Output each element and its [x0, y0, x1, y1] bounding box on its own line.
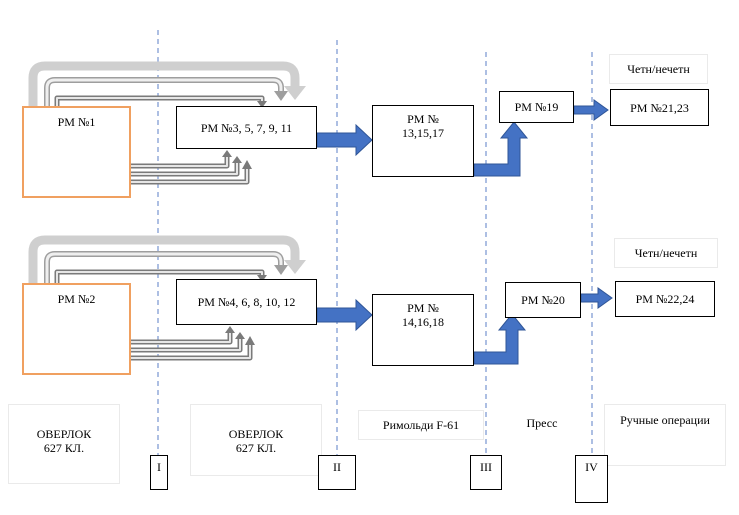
- blue-arrow-rm13-to-rm19: [473, 121, 529, 177]
- gray-arrow-outer-bottom: [28, 235, 300, 284]
- stage-marker-i-text: I: [157, 460, 161, 474]
- parity-label-top-text: Четн/нечетн: [627, 62, 690, 76]
- section-rimoldi-text: Римольди F-61: [382, 418, 460, 432]
- gray-arrowhead-return-c-bottom: [245, 336, 255, 345]
- section-overlock-1-text: ОВЕРЛОК 627 КЛ.: [36, 427, 92, 455]
- stage-dividers: [157, 30, 593, 458]
- blue-arrow-rm20-to-rm22: [580, 287, 613, 309]
- node-rm22-label: РМ №22,24: [635, 292, 695, 306]
- node-rm22: РМ №22,24: [615, 281, 715, 317]
- section-press: Пресс: [512, 416, 572, 434]
- node-rm14-label: РМ № 14,16,18: [402, 301, 444, 329]
- blue-arrow-rm3-to-rm13: [316, 123, 373, 157]
- stage-marker-ii: II: [318, 455, 356, 490]
- section-manual: Ручные операции: [604, 404, 726, 466]
- node-rm2-label: РМ №2: [57, 292, 96, 306]
- node-rm4: РМ №4, 6, 8, 10, 12: [176, 279, 317, 325]
- section-overlock-2-text: ОВЕРЛОК 627 КЛ.: [228, 427, 284, 455]
- stage-marker-iii-text: III: [480, 460, 492, 474]
- node-rm20-label: РМ №20: [521, 293, 565, 307]
- gray-arrowhead-mid-top: [274, 91, 288, 101]
- node-rm19-label: РМ №19: [514, 100, 559, 114]
- blue-arrow-rm4-to-rm14: [316, 298, 373, 332]
- gray-arrow-return-a-top: [131, 156, 230, 169]
- section-press-text: Пресс: [526, 416, 558, 430]
- blue-arrow-rm14-to-rm20: [473, 313, 527, 365]
- node-rm1-label: РМ №1: [57, 115, 96, 129]
- gray-arrowhead-return-a-bottom: [225, 326, 235, 333]
- gray-arrowhead-inner-bottom: [257, 275, 267, 282]
- node-rm2: РМ №2: [22, 283, 131, 375]
- blue-flow-arrows: [316, 99, 613, 365]
- section-rimoldi: Римольди F-61: [358, 410, 484, 440]
- node-rm4-label: РМ №4, 6, 8, 10, 12: [197, 295, 296, 309]
- node-rm1: РМ №1: [22, 106, 131, 198]
- parity-label-top: Четн/нечетн: [609, 54, 708, 84]
- stage-marker-i: I: [150, 455, 168, 490]
- gray-arrowhead-inner-top: [257, 101, 267, 108]
- stage-marker-iii: III: [470, 455, 502, 490]
- gray-arrow-mid-top: [44, 77, 284, 108]
- gray-arrowhead-return-b-top: [232, 156, 242, 163]
- parity-label-bottom-text: Четн/нечетн: [634, 246, 698, 260]
- feedback-arrows-top: [28, 61, 306, 185]
- node-rm13: РМ № 13,15,17: [372, 105, 474, 177]
- gray-arrow-return-a-bottom: [131, 332, 233, 345]
- node-rm3-label: РМ №3, 5, 7, 9, 11: [200, 120, 293, 135]
- node-rm14: РМ № 14,16,18: [372, 294, 474, 366]
- stage-marker-iv-text: IV: [585, 460, 598, 474]
- node-rm21: РМ №21,23: [610, 89, 709, 126]
- node-rm3: РМ №3, 5, 7, 9, 11: [176, 106, 317, 149]
- node-rm13-label: РМ № 13,15,17: [402, 112, 444, 140]
- gray-arrowhead-outer-bottom: [284, 260, 306, 274]
- stage-marker-ii-text: II: [333, 460, 341, 474]
- section-manual-text: Ручные операции: [620, 413, 710, 427]
- node-rm20: РМ №20: [505, 282, 581, 318]
- section-overlock-2: ОВЕРЛОК 627 КЛ.: [190, 404, 322, 476]
- blue-arrow-rm19-to-rm21: [573, 99, 609, 121]
- node-rm19: РМ №19: [499, 91, 574, 123]
- node-rm21-label: РМ №21,23: [630, 100, 689, 115]
- gray-arrowhead-mid-bottom: [274, 265, 288, 275]
- section-overlock-1: ОВЕРЛОК 627 КЛ.: [8, 404, 120, 484]
- gray-arrowhead-return-b-bottom: [235, 332, 245, 339]
- stage-marker-iv: IV: [575, 455, 608, 503]
- gray-arrowhead-return-c-top: [242, 160, 252, 169]
- gray-arrow-outer-top: [28, 61, 300, 108]
- gray-arrowhead-return-a-top: [222, 150, 232, 157]
- gray-arrowhead-outer-top: [284, 86, 306, 100]
- feedback-arrows-bottom: [28, 235, 306, 361]
- parity-label-bottom: Четн/нечетн: [614, 238, 718, 268]
